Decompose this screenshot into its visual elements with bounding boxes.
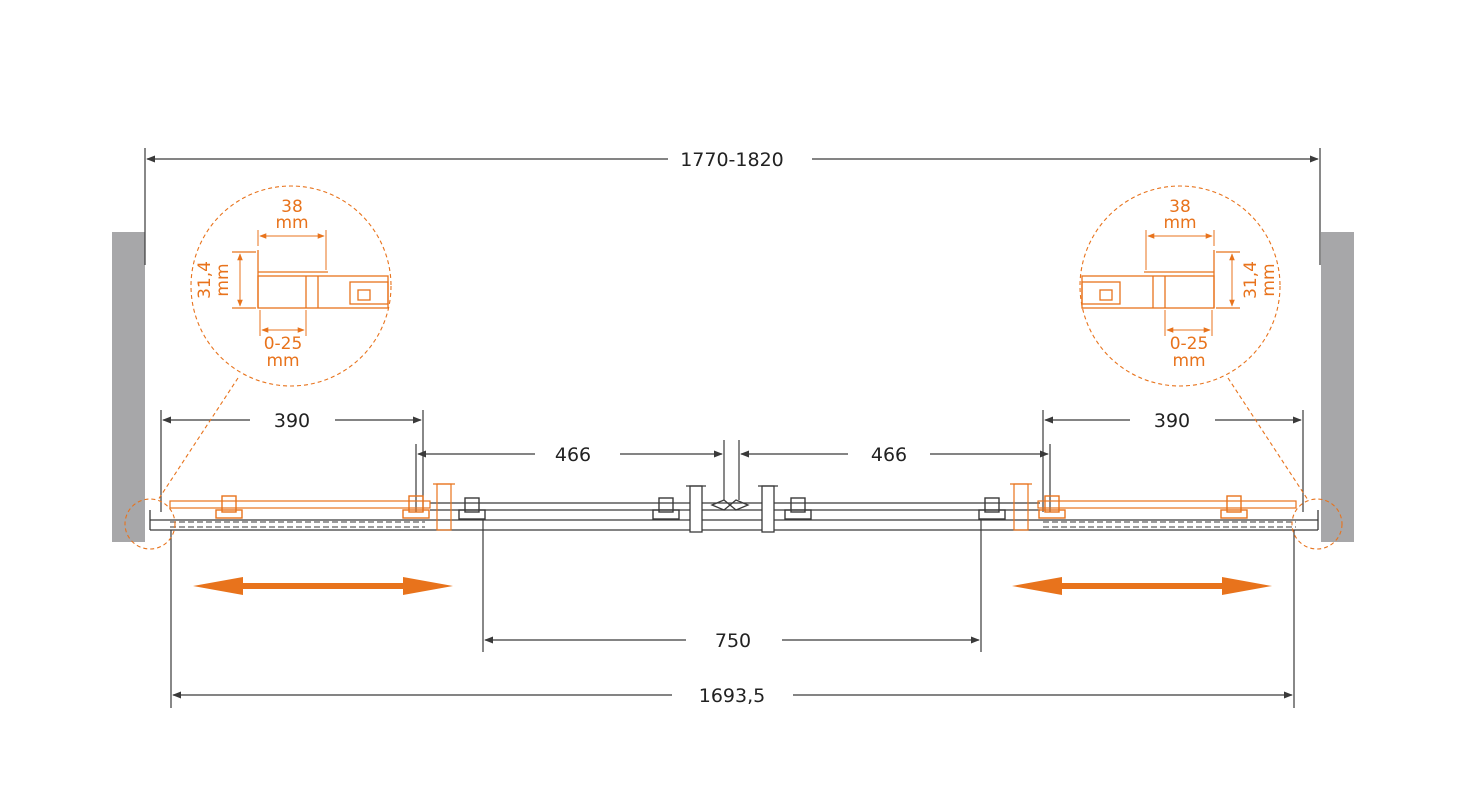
left-door-dimension-label: 466 (555, 444, 591, 466)
right-panel-dimension (1042, 410, 1304, 512)
left-profile-detail: 38 mm 31,4 mm 0-25 mm (190, 185, 392, 387)
double-arrow-icon (1012, 577, 1272, 595)
left-door-open-position (169, 483, 455, 531)
overall-dimension-label: 1770-1820 (680, 149, 784, 171)
left-panel-dimension-label: 390 (274, 410, 310, 432)
door-handle (686, 485, 778, 533)
left-width-value: 38 (281, 197, 303, 217)
roller-orange (215, 495, 1248, 519)
total-width-dimension (170, 530, 1295, 708)
door-track (149, 502, 1319, 531)
passage-dimension-label: 750 (715, 630, 751, 652)
right-width-unit: mm (1163, 213, 1196, 233)
right-wall (1321, 232, 1354, 542)
right-panel-dimension-label: 390 (1154, 410, 1190, 432)
passage-dimension (482, 520, 982, 652)
overall-dimension (144, 148, 1321, 265)
right-adjust-unit: mm (1172, 351, 1205, 371)
right-depth-value: 31,4 (1241, 261, 1261, 299)
total-width-dimension-label: 1693,5 (699, 685, 765, 707)
left-fixed-glass (170, 521, 425, 528)
left-detail-leader (157, 377, 239, 501)
left-width-unit: mm (275, 213, 308, 233)
right-profile-detail: 38 mm 31,4 mm 0-25 mm (1079, 185, 1281, 387)
left-depth-unit: mm (213, 263, 233, 296)
double-arrow-icon (193, 577, 453, 595)
right-depth-unit: mm (1259, 263, 1279, 296)
left-wall (112, 232, 145, 542)
right-joint-marker (1291, 498, 1343, 550)
right-door-open-position (1010, 483, 1297, 531)
roller-dark (458, 497, 1006, 520)
right-width-value: 38 (1169, 197, 1191, 217)
left-adjust-unit: mm (266, 351, 299, 371)
right-adjust-value: 0-25 (1170, 334, 1209, 354)
right-detail-leader (1227, 377, 1309, 501)
left-adjust-value: 0-25 (264, 334, 303, 354)
right-door-dimension-label: 466 (871, 444, 907, 466)
left-joint-marker (124, 498, 176, 550)
right-fixed-glass (1043, 521, 1296, 528)
left-depth-value: 31,4 (195, 261, 215, 299)
